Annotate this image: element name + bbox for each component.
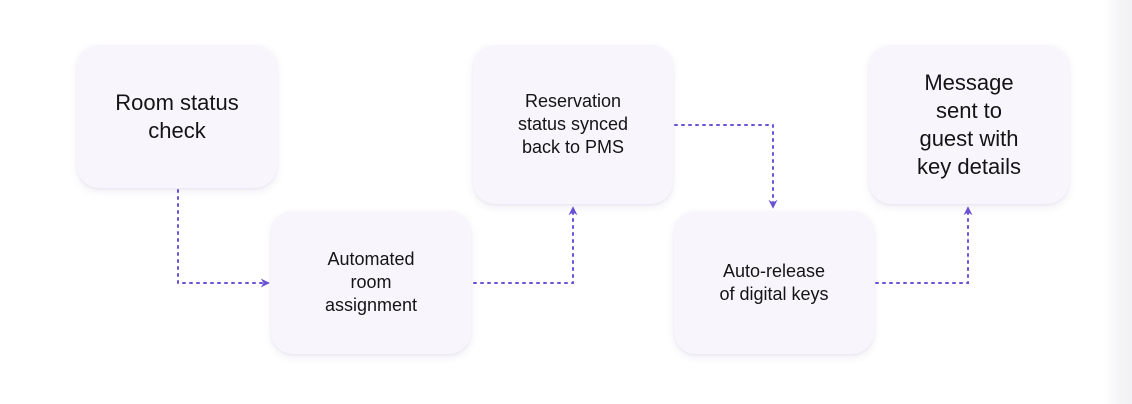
edge-room-check-to-assignment: [177, 189, 270, 288]
edge-key-release-to-guest-message: [875, 206, 973, 284]
edge-reservation-sync-to-key-release: [674, 124, 778, 209]
node-room-status-check: Room status check: [77, 45, 277, 188]
node-reservation-status-synced: Reservation status synced back to PMS: [473, 45, 673, 204]
node-automated-room-assignment: Automated room assignment: [271, 211, 471, 354]
node-auto-release-digital-keys: Auto-release of digital keys: [674, 211, 874, 354]
node-message-sent-to-guest: Message sent to guest with key details: [869, 45, 1069, 204]
page-edge-shadow: [1104, 0, 1132, 404]
edge-assignment-to-reservation-sync: [473, 206, 578, 284]
